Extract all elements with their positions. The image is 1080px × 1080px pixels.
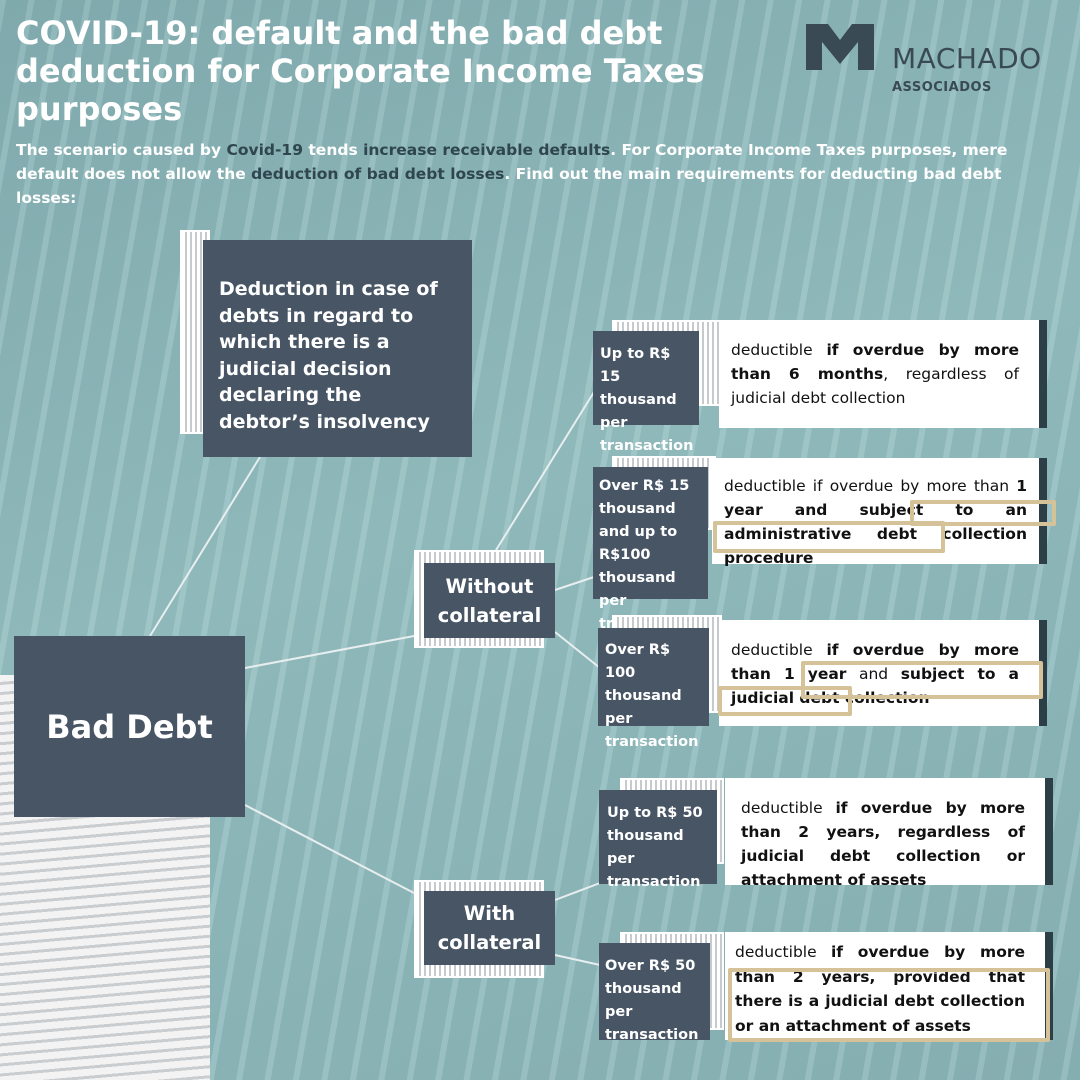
amount-box: Over R$ 15 thousand and up to R$100 thou…	[593, 467, 708, 632]
amount-box: Up to R$ 50 thousand per transaction	[599, 790, 717, 890]
highlight-mark	[728, 968, 1050, 1042]
insolvency-box: Deduction in case of debts in regard to …	[203, 240, 472, 457]
amount-box: Over R$ 100 thousand per transaction	[598, 628, 709, 750]
highlight-mark	[713, 521, 945, 553]
highlight-mark	[801, 661, 1043, 699]
condition-box: deductible if overdue by more than 1 yea…	[712, 458, 1047, 567]
highlight-mark	[910, 500, 1056, 526]
amount-box: Up to R$ 15 thousand per transaction	[593, 331, 699, 454]
highlight-mark	[718, 686, 852, 716]
bad-debt-box: Bad Debt	[14, 636, 245, 817]
with-collateral-box: With collateral	[424, 891, 555, 965]
condition-box: deductible if overdue by more than 6 mon…	[719, 320, 1047, 428]
without-collateral-box: Without collateral	[424, 563, 555, 638]
logo: MACHADO ASSOCIADOS	[806, 24, 1056, 104]
insolvency-text: Deduction in case of debts in regard to …	[219, 278, 438, 433]
condition-box: deductible if overdue by more than 1 yea…	[719, 620, 1047, 726]
logo-name: MACHADO	[892, 42, 1042, 75]
condition-box: deductible if overdue by more than 2 yea…	[725, 932, 1053, 1040]
amount-box: Over R$ 50 thousand per transaction	[599, 943, 710, 1043]
without-collateral-label: Without collateral	[437, 574, 542, 627]
intro-text: The scenario caused by Covid-19 tends in…	[16, 141, 1008, 207]
page-title: COVID-19: default and the bad debt deduc…	[16, 14, 705, 128]
logo-subtitle: ASSOCIADOS	[892, 80, 992, 95]
condition-box: deductible if overdue by more than 2 yea…	[725, 778, 1053, 889]
with-collateral-label: With collateral	[437, 902, 542, 954]
logo-mark-icon	[806, 24, 874, 70]
bad-debt-label: Bad Debt	[46, 707, 213, 746]
